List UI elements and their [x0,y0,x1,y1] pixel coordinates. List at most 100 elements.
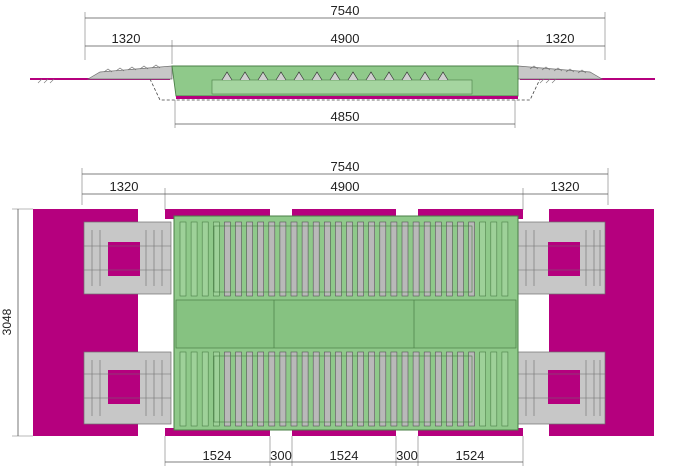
frame-slat [423,221,431,297]
center-frame-inner [211,79,473,95]
frame-slat [335,221,342,297]
frame-slat [423,351,431,427]
frame-slat [390,221,398,297]
right-ramp-elevation [517,65,604,80]
frame-slat [323,351,331,427]
ramp-right-top [517,221,606,295]
slats-bottom [179,351,509,427]
frame-slat [257,351,265,427]
frame-slat [190,221,198,297]
slat-frame-outline [213,355,473,423]
frame-slat [279,221,287,297]
frame-slat [312,351,320,427]
left-ramp-teeth [103,64,161,73]
pad-center-bottom-right [418,428,523,436]
ground-hatch-right [539,78,557,84]
frame-slat [501,221,509,297]
frame-slat [224,351,231,427]
plan-dim-right-ramp: 1320 [551,179,580,194]
plan-dim-height: 3048 [0,308,14,335]
plan-dim-center: 4900 [331,179,360,194]
frame-slat [290,351,298,427]
pad-center-top-right [418,209,523,219]
plan-dim-overall: 7540 [331,159,360,174]
frame-slat [246,221,253,297]
frame-slat [468,221,475,297]
elev-dim-bottom: 4850 [331,109,360,124]
frame-slat [213,351,220,427]
frame-slat [290,221,298,297]
pad-center-bottom-left [165,428,270,436]
ground-hatch-left [37,78,55,84]
frame-slat [201,221,209,297]
pad-center-top-mid [292,209,396,219]
frame-slat [368,351,376,427]
right-ramp-teeth [529,65,587,74]
elev-dim-overall: 7540 [331,3,360,18]
frame-slat [401,351,409,427]
frame-slat [235,221,242,297]
frame-slat [312,221,320,297]
center-middle-band [175,299,517,349]
elev-dim-center: 4900 [331,31,360,46]
frame-slat [246,351,253,427]
frame-slat [213,221,220,297]
frame-slat [501,351,509,427]
frame-slat [224,221,231,297]
frame-slat [235,351,242,427]
frame-slat [257,221,265,297]
frame-slat [279,351,287,427]
elev-dim-right-ramp: 1320 [546,31,575,46]
plan-dim-bottom-5: 1524 [456,448,485,463]
frame-slat [412,221,420,297]
frame-slat [434,221,442,297]
plan-dim-bottom-3: 1524 [330,448,359,463]
frame-slat [301,351,309,427]
frame-slat [468,351,475,427]
pit-outline [149,78,541,101]
frame-slat [379,351,387,427]
pad-center-top-left [165,209,270,219]
frame-slat [490,351,498,427]
frame-slat [268,221,276,297]
frame-slat [346,221,353,297]
center-frame-teeth [221,71,449,81]
frame-slat [434,351,442,427]
pit-bottom-strip [176,96,518,99]
frame-slat [457,221,464,297]
frame-slat [179,351,187,427]
frame-slat [479,221,487,297]
slats-top [179,221,509,297]
plan-dim-bottom-4: 300 [396,448,418,463]
plan-dim-bottom-2: 300 [270,448,292,463]
plan-dim-left-ramp: 1320 [110,179,139,194]
pad-center-bottom-mid [292,428,396,436]
frame-slat [201,351,209,427]
elevation-view: 7540 1320 4900 1320 4850 [30,3,655,128]
ramp-right-bottom [517,351,606,425]
frame-slat [379,221,387,297]
ramp-left-bottom [83,351,172,425]
frame-slat [446,221,453,297]
frame-slat [390,351,398,427]
frame-slat [357,221,364,297]
frame-slat [179,221,187,297]
frame-slat [446,351,453,427]
frame-slat [357,351,364,427]
frame-slat [335,351,342,427]
frame-slat [457,351,464,427]
frame-slat [401,221,409,297]
frame-slat [268,351,276,427]
frame-slat [368,221,376,297]
frame-slat [490,221,498,297]
slat-frame-outline [213,225,473,293]
frame-slat [346,351,353,427]
elev-dim-left-ramp: 1320 [112,31,141,46]
plan-view: 7540 1320 4900 1320 3048 1524 300 1524 3… [0,159,654,466]
ramp-left-top [83,221,172,295]
frame-slat [323,221,331,297]
frame-slat [301,221,309,297]
frame-slat [190,351,198,427]
plan-dim-bottom-1: 1524 [203,448,232,463]
